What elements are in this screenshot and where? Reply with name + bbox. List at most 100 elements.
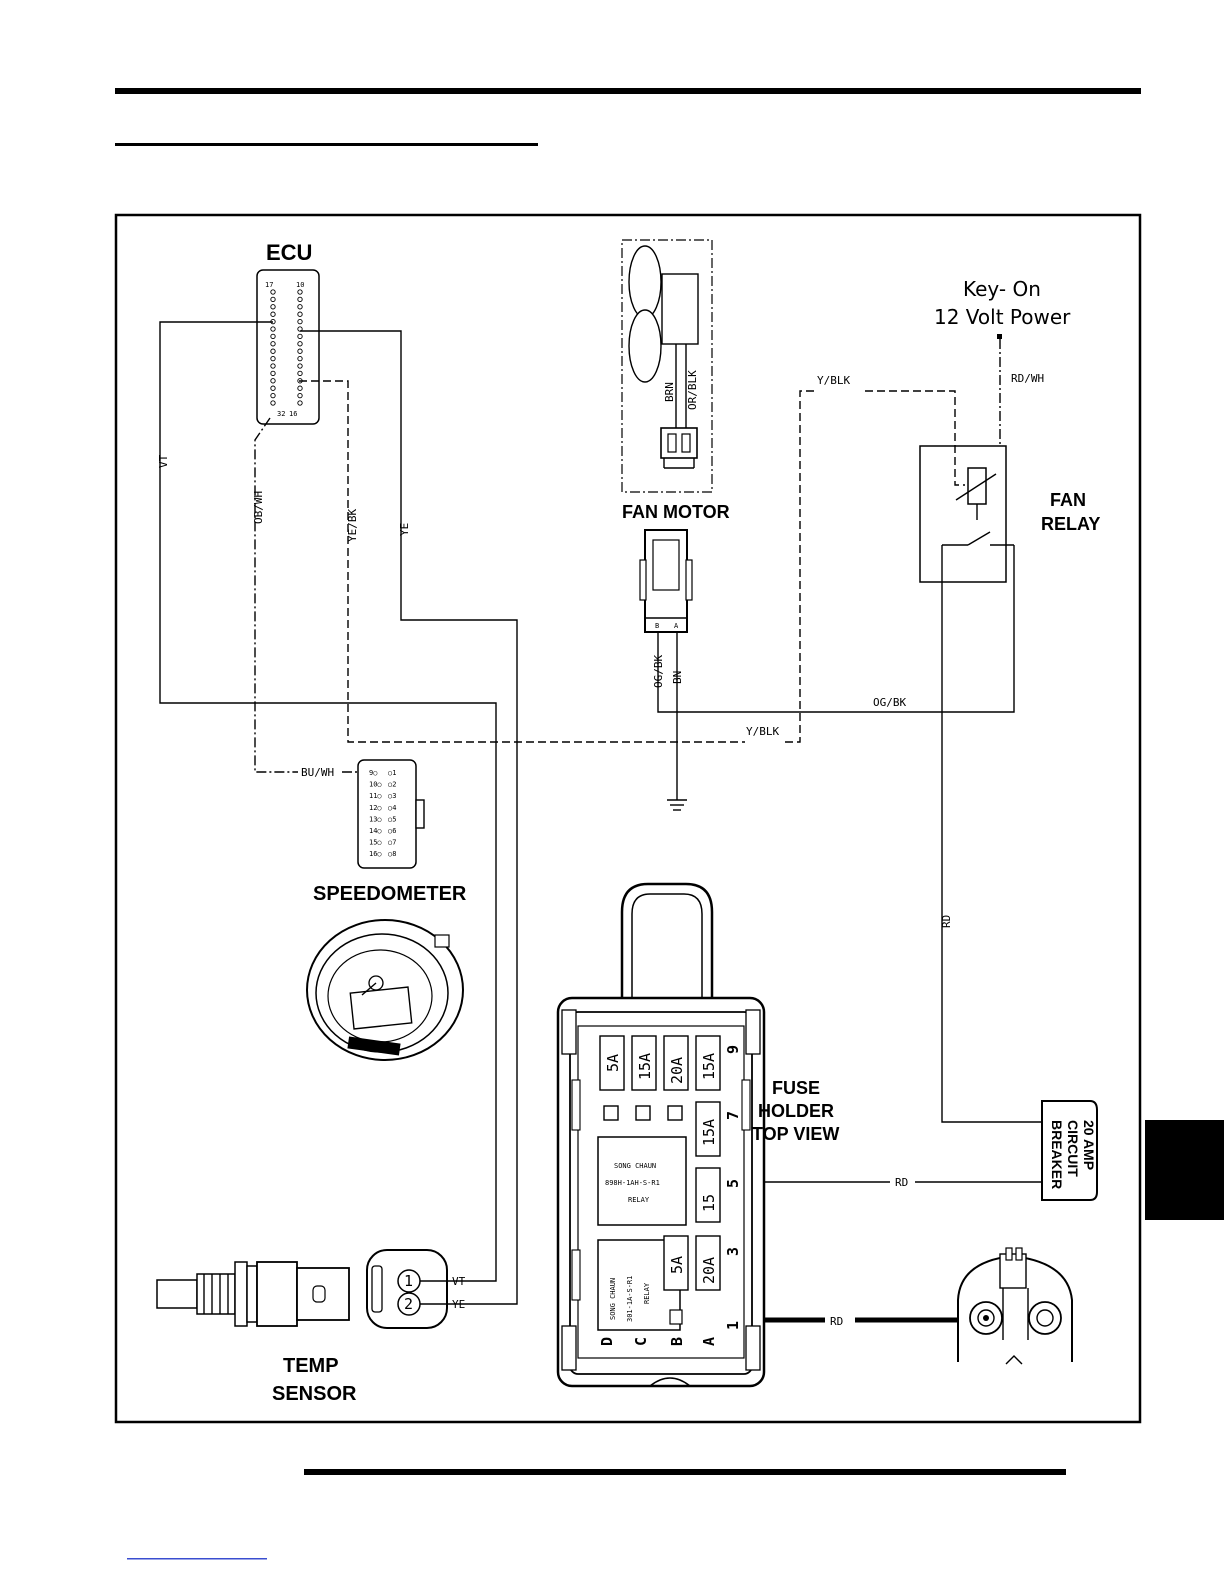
ecu-pin	[297, 385, 303, 391]
ecu-pin	[297, 341, 303, 347]
svg-text:D: D	[598, 1337, 616, 1346]
svg-text:CIRCUIT: CIRCUIT	[1065, 1120, 1081, 1177]
ecu-pin	[270, 385, 276, 391]
svg-text:RELAY: RELAY	[643, 1282, 651, 1304]
speedometer-pin-label: ○6	[388, 827, 396, 835]
circuit-breaker: 20 AMP CIRCUIT BREAKER	[1041, 1100, 1098, 1201]
ecu-pin	[297, 289, 303, 295]
svg-text:TOP VIEW: TOP VIEW	[752, 1124, 839, 1144]
speedometer-pin-label: ○3	[388, 792, 396, 800]
ecu-pin	[297, 363, 303, 369]
svg-text:SONG CHAUN: SONG CHAUN	[614, 1162, 656, 1170]
ecu-pin	[297, 400, 303, 406]
footer-rule	[304, 1469, 1066, 1475]
svg-text:FAN: FAN	[1050, 490, 1086, 510]
fan-motor: BRN OR/BLK FAN MOTOR	[621, 239, 730, 522]
speedometer-pin-label: ○7	[388, 839, 396, 847]
ecu-pin	[270, 400, 276, 406]
svg-text:301-1A-S-R1: 301-1A-S-R1	[626, 1276, 634, 1322]
svg-text:20A: 20A	[700, 1257, 718, 1284]
svg-text:7: 7	[724, 1111, 742, 1120]
ecu-pin	[270, 378, 276, 384]
svg-text:BN: BN	[671, 671, 684, 684]
ecu-pin	[270, 296, 276, 303]
svg-text:1: 1	[724, 1321, 742, 1330]
svg-text:TEMP: TEMP	[283, 1355, 339, 1377]
svg-text:3: 3	[724, 1247, 742, 1256]
ecu-pin	[270, 304, 276, 310]
ecu-pin	[270, 355, 276, 362]
svg-text:VT: VT	[452, 1275, 466, 1288]
svg-text:RD: RD	[895, 1176, 908, 1189]
ecu-pin	[270, 363, 276, 369]
svg-text:5: 5	[724, 1179, 742, 1188]
speedometer-pin-label: ○4	[388, 804, 396, 812]
ecu-pin	[270, 348, 276, 354]
ecu-pin	[270, 341, 276, 347]
speedometer-pin-label: 16○	[369, 850, 382, 858]
ecu: ECU 17 10 32 16	[256, 240, 320, 425]
speedometer-pin-label: ○8	[388, 850, 396, 858]
svg-text:20 AMP: 20 AMP	[1081, 1120, 1097, 1170]
speedometer-pin-label: 11○	[369, 792, 382, 800]
svg-text:2: 2	[404, 1295, 413, 1313]
svg-text:15A: 15A	[700, 1053, 718, 1080]
svg-text:12 Volt Power: 12 Volt Power	[934, 305, 1071, 329]
key-on-power: Key- On 12 Volt Power	[934, 277, 1071, 339]
svg-text:YE: YE	[398, 523, 411, 536]
diagram-frame	[114, 213, 1142, 1424]
svg-text:OB/WH: OB/WH	[252, 491, 265, 524]
svg-text:FUSE: FUSE	[772, 1078, 820, 1098]
ecu-pin-grid	[270, 289, 303, 406]
svg-text:C: C	[632, 1337, 650, 1346]
svg-text:OR/BLK: OR/BLK	[686, 370, 699, 410]
speedometer-pin-label: 10○	[369, 781, 382, 789]
speedometer-pin-label: 15○	[369, 839, 382, 847]
svg-text:16: 16	[289, 410, 297, 418]
ecu-pin	[270, 289, 276, 295]
ecu-pin	[297, 370, 303, 377]
svg-text:10: 10	[296, 281, 304, 289]
svg-text:1: 1	[404, 1272, 413, 1290]
svg-text:5A: 5A	[668, 1256, 686, 1274]
svg-text:OG/BK: OG/BK	[873, 696, 906, 709]
svg-text:SONG CHAUN: SONG CHAUN	[609, 1278, 617, 1320]
speedometer-pin-label: 12○	[369, 804, 382, 812]
ecu-pin	[297, 392, 303, 399]
svg-text:898H-1AH-S-R1: 898H-1AH-S-R1	[605, 1179, 660, 1187]
ecu-pin	[297, 318, 303, 325]
svg-text:OG/BK: OG/BK	[652, 655, 665, 688]
fuse-holder: 5A 15A 20A 15A 15A SONG CHAUN 898H-1AH-S…	[556, 882, 839, 1388]
svg-text:5A: 5A	[604, 1054, 622, 1072]
svg-text:17: 17	[265, 281, 273, 289]
speedometer-pin-label: ○2	[388, 781, 396, 789]
ecu-pin	[270, 333, 276, 340]
ecu-pin	[297, 355, 303, 362]
starter-solenoid	[957, 1247, 1073, 1365]
ecu-pin	[297, 296, 303, 303]
svg-text:Key- On: Key- On	[963, 277, 1041, 301]
ecu-pin	[297, 304, 303, 310]
ecu-pin	[297, 348, 303, 354]
ecu-title: ECU	[266, 240, 312, 265]
section-rule	[115, 143, 538, 146]
svg-text:20A: 20A	[668, 1057, 686, 1084]
footer-link-rule	[127, 1558, 267, 1560]
fan-relay: FAN RELAY	[919, 445, 1100, 583]
ecu-pin	[270, 311, 276, 317]
svg-text:RD/WH: RD/WH	[1011, 372, 1044, 385]
svg-text:B: B	[668, 1337, 686, 1346]
fan-motor-title: FAN MOTOR	[622, 502, 730, 522]
svg-text:HOLDER: HOLDER	[758, 1101, 834, 1121]
svg-text:15: 15	[700, 1194, 718, 1212]
svg-text:BRN: BRN	[663, 382, 676, 402]
svg-text:RELAY: RELAY	[1041, 514, 1100, 534]
svg-text:BU/WH: BU/WH	[301, 766, 334, 779]
svg-text:32: 32	[277, 410, 285, 418]
ecu-pin	[270, 370, 276, 377]
speedometer-pin-label: ○5	[388, 815, 396, 823]
speedometer-pin-label: 14○	[369, 827, 382, 835]
svg-text:15A: 15A	[636, 1053, 654, 1080]
speedometer-pin-labels: 9○○110○○211○○312○○413○○514○○615○○716○○8	[369, 769, 396, 858]
